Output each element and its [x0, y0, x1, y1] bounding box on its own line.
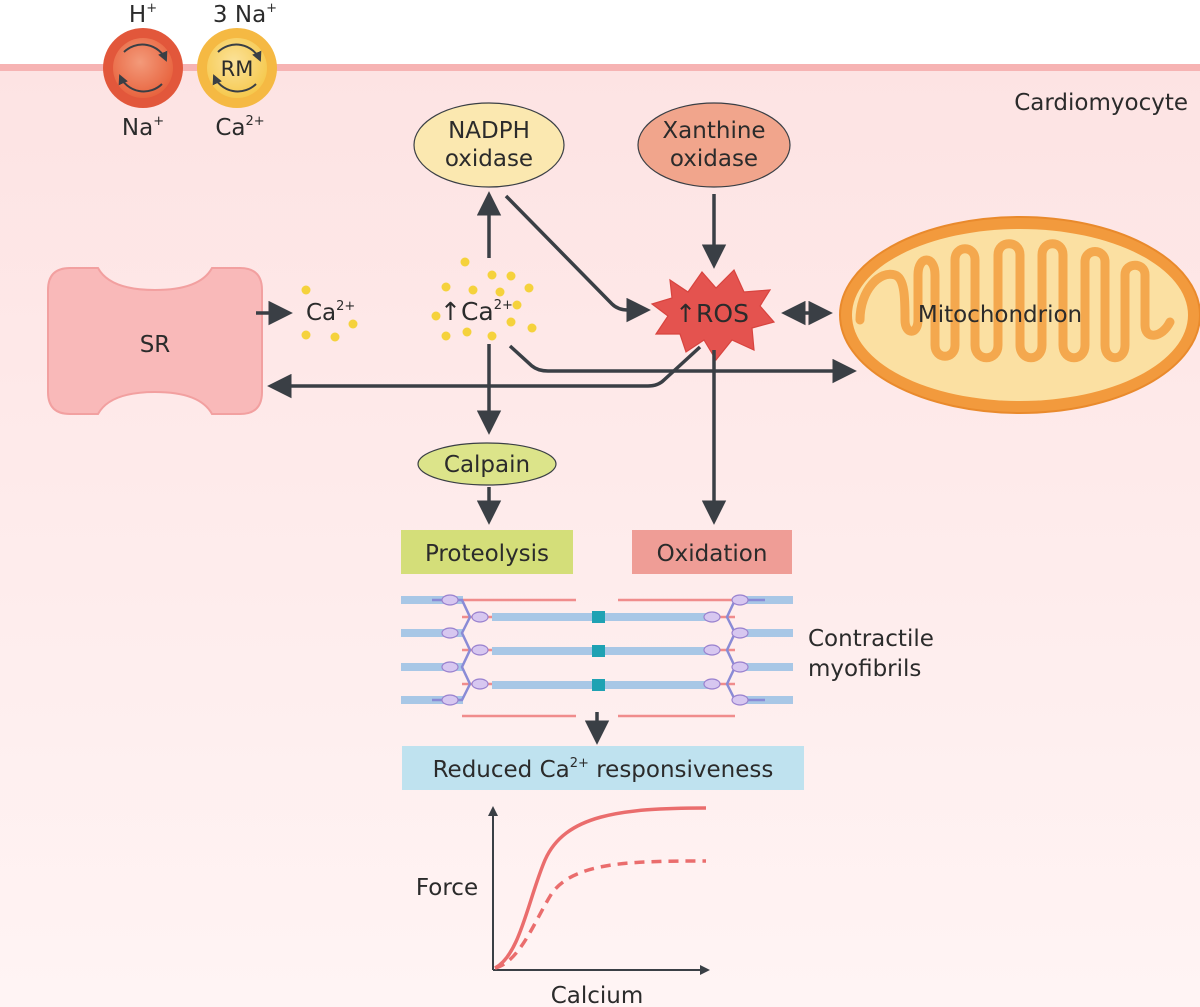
titin-coil	[703, 678, 721, 690]
force-calcium-graph	[488, 806, 710, 975]
titin-coil	[471, 611, 489, 623]
graph-y-label: Force	[416, 875, 478, 901]
ca-rise-dots	[431, 257, 537, 341]
ncx-bottom-ion: Ca2+	[215, 114, 264, 141]
m-line	[592, 645, 605, 657]
nhe-exchanger	[103, 28, 183, 108]
nhe-bottom-ion: Na+	[122, 114, 164, 141]
ncx-top-ion: 3 Na+	[213, 1, 277, 28]
z-disc-right	[725, 598, 765, 702]
titin-coil	[441, 661, 459, 673]
oxidation-box	[632, 530, 792, 574]
titin-coil	[703, 644, 721, 656]
calpain-label: Calpain	[444, 452, 530, 478]
oxidation-label: Oxidation	[657, 541, 768, 567]
titin-coil	[441, 694, 459, 706]
nadph-oxidase-node	[413, 102, 565, 188]
titin-coil	[731, 694, 749, 706]
calpain-node	[417, 442, 557, 486]
reduced-responsiveness-box	[402, 746, 804, 790]
ncx-exchanger	[197, 28, 277, 108]
ros-burst	[650, 268, 776, 362]
xanthine-oxidase-node	[637, 102, 791, 188]
titin-coil	[471, 644, 489, 656]
proteolysis-box	[401, 530, 573, 574]
z-disc-filament	[401, 629, 463, 637]
ca-release-label: Ca2+	[306, 299, 355, 326]
titin-coil	[471, 678, 489, 690]
contractile-myofibrils	[401, 594, 793, 718]
proteolysis-label: Proteolysis	[425, 541, 549, 567]
cytoplasm	[0, 68, 1200, 1007]
ca-rise-label: ↑Ca2+	[440, 297, 513, 326]
cell-label: Cardiomyocyte	[1014, 90, 1188, 116]
arrow-nadph-to-ros	[504, 194, 651, 323]
arrow-ca-to-mito	[508, 344, 857, 384]
m-line	[592, 611, 605, 623]
titin-coil	[731, 594, 749, 606]
sarcoplasmic-reticulum	[47, 267, 263, 415]
z-disc-filament	[401, 663, 463, 671]
mitochondrion-label: Mitochondrion	[918, 302, 1082, 328]
titin-coil	[441, 627, 459, 639]
control-curve	[494, 806, 707, 970]
arrow-ros-to-sr	[267, 345, 702, 399]
pathway-arrows	[256, 191, 857, 745]
nhe-top-ion: H+	[129, 1, 157, 28]
cell-membrane	[0, 64, 1200, 71]
titin-coil	[703, 611, 721, 623]
ros-label: ↑ROS	[675, 299, 749, 328]
sr-label: SR	[140, 332, 171, 358]
ca-release-dots	[301, 285, 358, 342]
titin-coil	[441, 594, 459, 606]
graph-x-label: Calcium	[551, 983, 644, 1007]
z-disc-filament	[735, 629, 793, 637]
z-disc-filament	[735, 663, 793, 671]
titin-coil	[731, 661, 749, 673]
mitochondrion-organelle	[839, 216, 1200, 414]
ncx-center-label: RM	[221, 57, 254, 81]
titin-coil	[731, 627, 749, 639]
reduced-responsiveness-label: Reduced Ca2+ responsiveness	[433, 756, 774, 783]
z-disc-left	[432, 598, 472, 702]
m-line	[592, 679, 605, 691]
